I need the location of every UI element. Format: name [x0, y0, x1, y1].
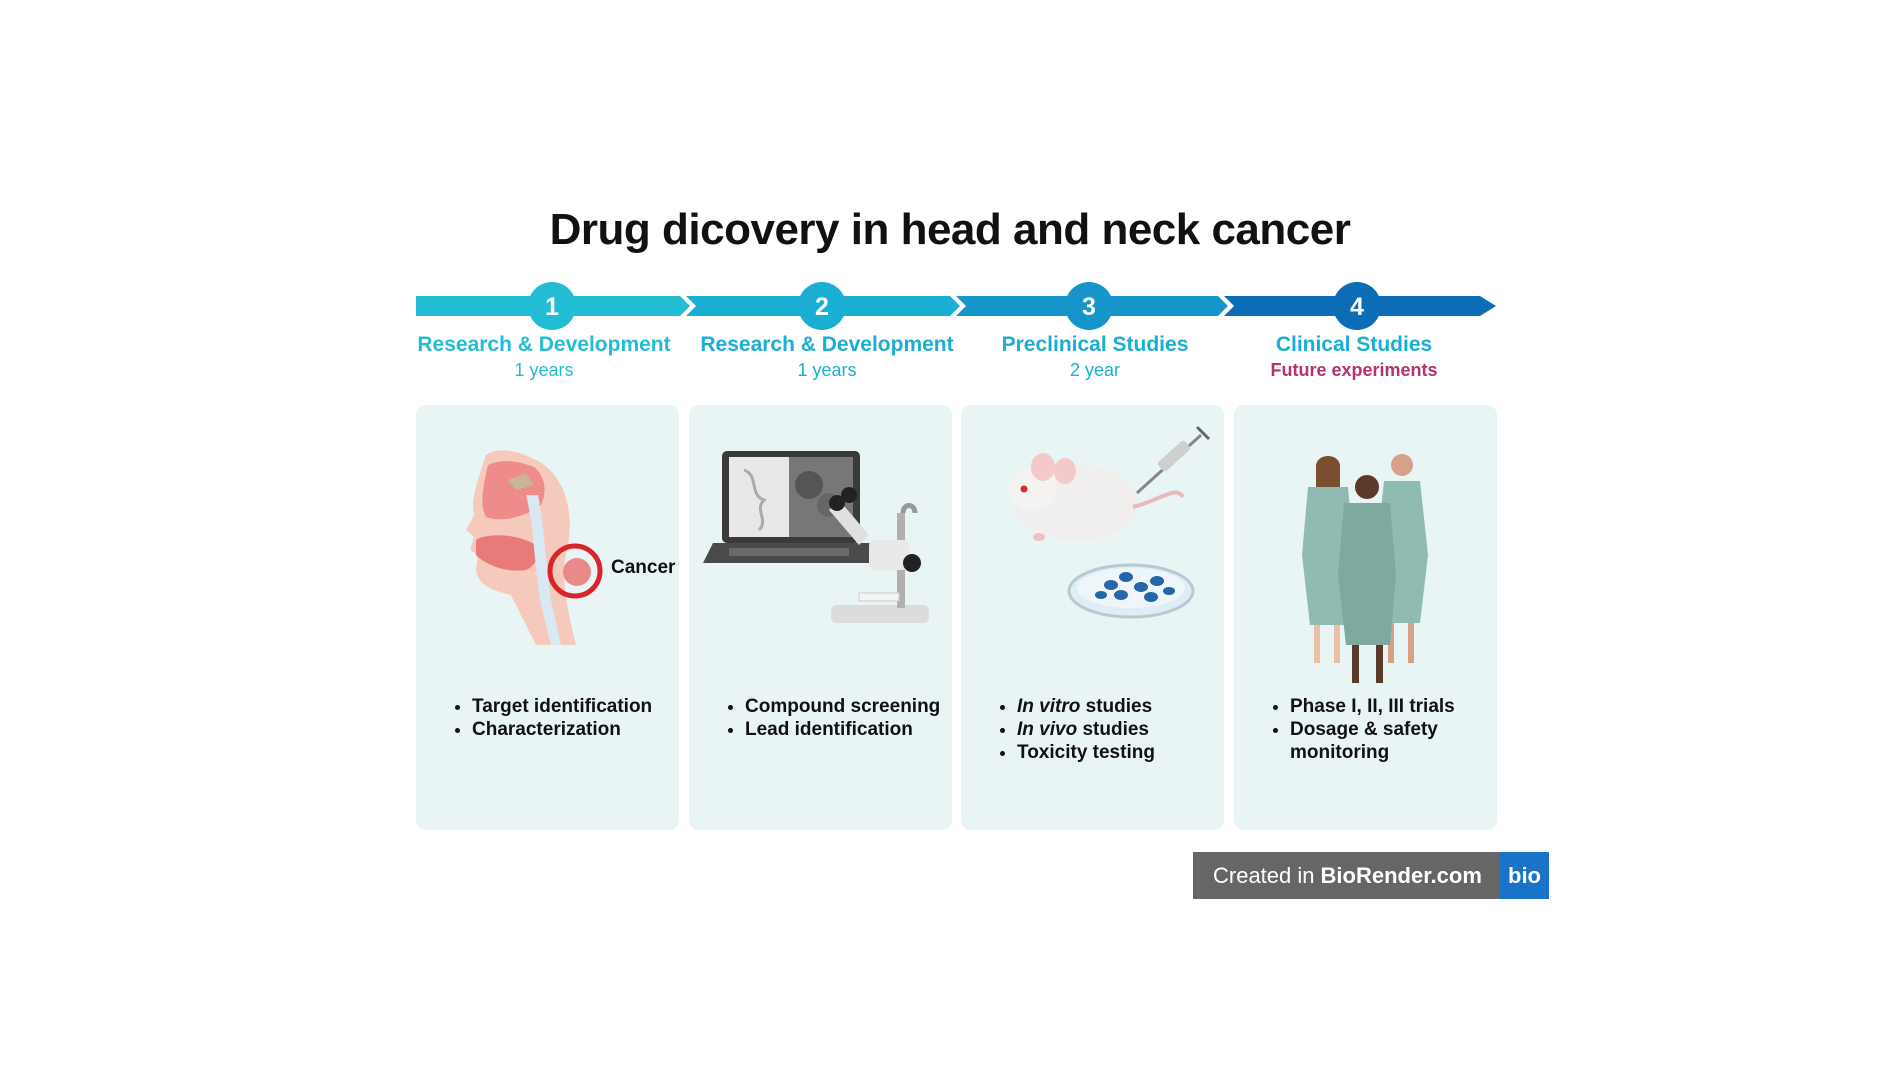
step-label-1: Research & Development 1 years [404, 333, 684, 381]
step-label-4: Clinical Studies Future experiments [1214, 333, 1494, 381]
step-number-1: 1 [545, 293, 559, 321]
step-title-3: Preclinical Studies [1001, 333, 1189, 356]
biorender-logo-icon: bio [1500, 852, 1549, 899]
laptop-microscope-illustration [703, 451, 929, 623]
mouse-petri-illustration [1009, 425, 1211, 619]
step-circle-3: 3 [1065, 282, 1113, 330]
bullet-item: In vitro studies [1017, 695, 1218, 718]
step-subtitle-1: 1 years [514, 360, 574, 380]
bullet-item: Compound screening [745, 695, 946, 718]
step-subtitle-4: Future experiments [1270, 360, 1438, 380]
patient-icon [1338, 475, 1396, 683]
bullet-item: In vivo studies [1017, 718, 1218, 741]
badge-brand: BioRender.com [1320, 862, 1482, 888]
step-label-2: Research & Development 1 years [687, 333, 967, 381]
bullet-item: Dosage & safety monitoring [1290, 718, 1491, 764]
head-neck-illustration [466, 450, 603, 645]
step-circle-4: 4 [1333, 282, 1381, 330]
bullet-item: Lead identification [745, 718, 946, 741]
step-circle-2: 2 [798, 282, 846, 330]
bullet-item: Toxicity testing [1017, 741, 1218, 764]
step-title-4: Clinical Studies [1275, 333, 1433, 356]
laptop-icon [703, 451, 879, 563]
panel-preclinical: In vitro studies In vivo studies Toxicit… [961, 405, 1224, 830]
bullet-item: Characterization [472, 718, 673, 741]
step-number-4: 4 [1350, 293, 1364, 321]
syringe-icon [1135, 425, 1211, 495]
tumor-highlight-circle [547, 543, 603, 599]
panel-clinical: Phase I, II, III trials Dosage & safety … [1234, 405, 1497, 830]
timeline-arrow: 1 2 3 4 [416, 282, 1496, 330]
biorender-badge: Created in BioRender.com bio [1193, 852, 1549, 899]
panel-compound-screening: Compound screening Lead identification [689, 405, 952, 830]
diagram-title: Drug dicovery in head and neck cancer [549, 205, 1351, 254]
step-title-1: Research & Development [417, 333, 671, 356]
microscope-icon [829, 487, 929, 623]
step-label-3: Preclinical Studies 2 year [955, 333, 1235, 381]
mouse-icon [1009, 453, 1185, 541]
step-number-2: 2 [815, 293, 829, 321]
bullet-item: Target identification [472, 695, 673, 718]
bullet-list-4: Phase I, II, III trials Dosage & safety … [1268, 695, 1491, 764]
bullet-item: Phase I, II, III trials [1290, 695, 1491, 718]
step-title-2: Research & Development [700, 333, 954, 356]
bullet-list-1: Target identification Characterization [450, 695, 673, 741]
badge-text: Created in BioRender.com [1193, 852, 1500, 899]
step-number-3: 3 [1082, 293, 1096, 321]
patients-illustration [1302, 454, 1428, 683]
panel-target-identification: Cancer Target identification Characteriz… [416, 405, 679, 830]
bullet-list-3: In vitro studies In vivo studies Toxicit… [995, 695, 1218, 764]
step-subtitle-3: 2 year [1069, 360, 1121, 380]
petri-dish-icon [1067, 563, 1195, 619]
badge-prefix: Created in [1213, 862, 1315, 888]
cancer-annotation: Cancer [611, 557, 676, 578]
step-circle-1: 1 [528, 282, 576, 330]
step-subtitle-2: 1 years [797, 360, 857, 380]
bullet-list-2: Compound screening Lead identification [723, 695, 946, 741]
